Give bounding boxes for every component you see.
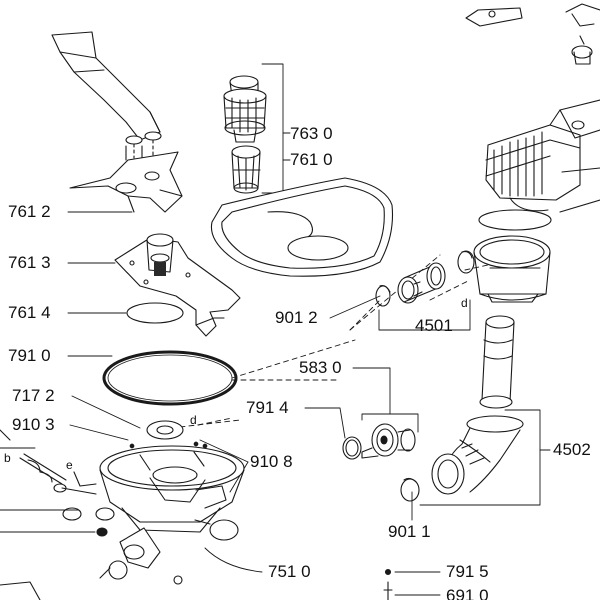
callout-901-2: 901 2 [275,308,318,327]
main-seal-ring [102,350,238,406]
leader-lines [0,63,551,596]
small-seal-ring [126,302,184,324]
non-return-valve-part [361,423,416,459]
callout-910-8: 910 8 [250,452,293,471]
dashed-assembly-lines [179,254,489,428]
marker-letter-e: e [66,458,73,472]
marker-letter-d-upper: d [461,296,468,310]
callout-691-0: 691 0 [446,586,489,600]
callout-901-1: 901 1 [388,522,431,541]
spray-duct-part [51,31,162,161]
sump-housing-part [99,441,245,585]
callout-751-0: 751 0 [268,562,311,581]
callout-4502: 4502 [553,440,591,459]
cover-plate-part [69,151,183,213]
small-o-ring [342,436,362,460]
marker-letter-b: b [4,451,11,465]
hose-clamp-upper [375,285,391,307]
callout-791-0: 791 0 [8,346,51,365]
coarse-filter-part [223,75,267,143]
marker-letter-d-lower: d [190,413,197,427]
hose-clamp-lower [400,477,420,502]
pump-housing-part [473,235,551,303]
callout-717-2: 717 2 [12,386,55,405]
callout-761-4: 761 4 [8,303,51,322]
callout-763-0: 763 0 [290,124,333,143]
check-valve-disc [146,420,184,440]
callout-791-4: 791 4 [246,398,289,417]
inlet-hose-part [397,262,446,304]
callout-910-3: 910 3 [12,415,55,434]
hose-clamp-middle [457,250,475,274]
callout-761-2: 761 2 [8,202,51,221]
callout-761-0: 761 0 [290,150,333,169]
callout-761-3: 761 3 [8,253,51,272]
top-right-parts [465,3,600,65]
callout-791-5: 791 5 [446,562,489,581]
bottom-center-parts [383,568,393,600]
fine-filter-part [231,145,261,194]
callout-583-0: 583 0 [299,358,342,377]
callout-4501: 4501 [415,316,453,335]
manifold-part [114,233,241,337]
drain-hose-part [431,315,524,495]
microfilter-plate-part [210,177,394,277]
pump-seal-ring [478,209,552,231]
left-hardware-parts [0,429,128,600]
motor-part [485,99,600,213]
